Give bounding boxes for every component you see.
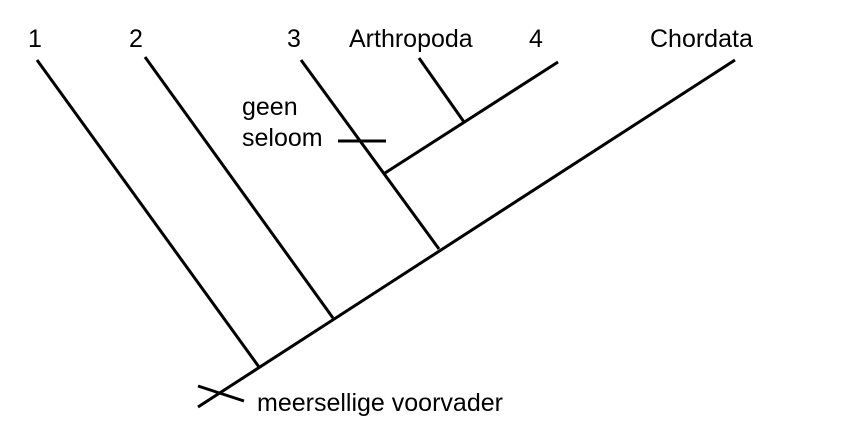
branch-protostome-clade <box>384 60 559 175</box>
tick-multicellular-ancestor <box>197 384 245 403</box>
taxon-label-2: 2 <box>129 25 143 53</box>
trunk-to-chordata <box>197 58 736 409</box>
character-label-no-coelom-line2: seloom <box>242 124 323 152</box>
taxon-label-chordata: Chordata <box>650 25 753 53</box>
branch-taxon-3 <box>299 59 441 250</box>
branch-taxon-1 <box>35 59 261 368</box>
character-label-multicellular-ancestor: meersellige voorvader <box>257 389 503 417</box>
taxon-label-arthropoda: Arthropoda <box>349 25 473 53</box>
character-label-no-coelom-line1: geen <box>242 93 298 121</box>
branch-arthropoda <box>417 57 466 123</box>
taxon-label-4: 4 <box>529 25 543 53</box>
taxon-label-3: 3 <box>287 25 301 53</box>
taxon-label-1: 1 <box>28 25 42 53</box>
branch-taxon-2 <box>143 56 335 319</box>
